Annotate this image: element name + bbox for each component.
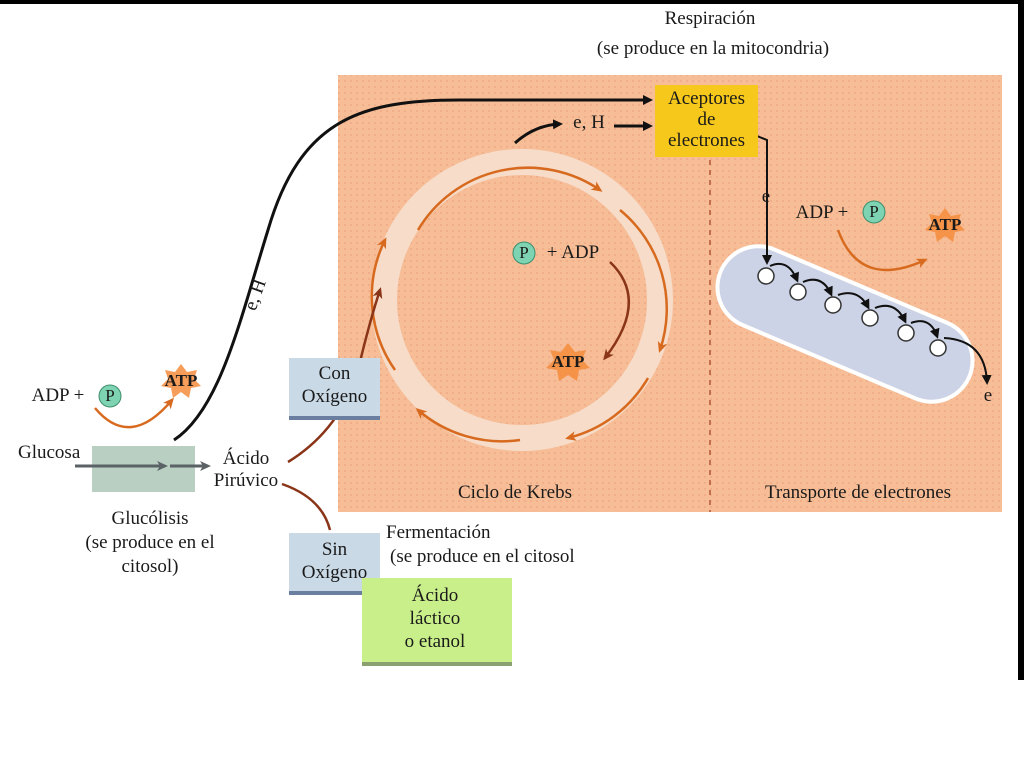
- transport-adp-label: ADP +: [795, 202, 849, 223]
- glycolysis-atp-arrow: [94, 397, 174, 429]
- krebs-arrow-lower-left: [415, 408, 521, 443]
- glycolysis-caption-line1: Glucólisis: [111, 508, 189, 529]
- fermentation-title-line2: (se produce en el citosol: [390, 546, 575, 567]
- title-line1: Respiración: [664, 8, 756, 29]
- acceptor-box: [655, 85, 758, 157]
- fermentation-product-box: [362, 578, 512, 664]
- fermentation-product-line2: láctico: [409, 608, 461, 629]
- transport-p-circle: [862, 200, 886, 224]
- fermentation-product-line3: o etanol: [404, 631, 466, 652]
- with-oxygen-line2: Oxígeno: [301, 386, 368, 407]
- krebs-eh-label: e, H: [573, 112, 605, 133]
- acceptor-to-chain-arrow: [756, 135, 772, 265]
- acceptor-line3: electrones: [667, 130, 745, 151]
- top-border: [0, 0, 1024, 4]
- with-oxygen-line1: Con: [318, 363, 351, 384]
- krebs-arrow-bottom: [565, 377, 650, 441]
- to-fermentation-arrow: [281, 482, 332, 531]
- glycolysis-atp-star: [161, 364, 201, 398]
- transport-atp-arrow: [836, 229, 928, 272]
- transport-p-letter: P: [869, 202, 879, 221]
- glycolysis-caption-line2: (se produce en el: [85, 532, 215, 553]
- glycolysis-p-circle: [98, 384, 122, 408]
- krebs-cycle-label: Ciclo de Krebs: [458, 482, 572, 503]
- krebs-adp-label: + ADP: [546, 242, 600, 263]
- krebs-ring: [371, 149, 673, 451]
- fermentation-product-line1: Ácido: [411, 585, 459, 606]
- krebs-arrow-top: [416, 166, 603, 231]
- acceptor-line2: de: [697, 109, 716, 130]
- right-border: [1018, 0, 1024, 680]
- fermentation-title-line1: Fermentación: [386, 522, 491, 543]
- without-oxygen-line2: Oxígeno: [301, 562, 368, 583]
- glycolysis-p-letter: P: [105, 386, 115, 405]
- krebs-arrow-left: [370, 237, 397, 371]
- krebs-to-acceptors-arrow: [513, 119, 563, 145]
- transport-e-out: e: [983, 385, 993, 406]
- transport-label: Transporte de electrones: [764, 482, 952, 503]
- glycolysis-atp-label: ATP: [164, 371, 198, 390]
- glucose-box: [92, 446, 195, 492]
- with-oxygen-box: [289, 358, 380, 418]
- krebs-atp-arrow: [603, 261, 631, 361]
- krebs-atp-star: [546, 343, 590, 381]
- glycolysis-to-acceptors-arrow: [173, 95, 653, 442]
- electron-chain: [715, 244, 975, 404]
- electron-hops: [769, 262, 992, 385]
- electron-carriers: [757, 267, 947, 357]
- title-line2: (se produce en la mitocondria): [596, 38, 830, 59]
- glycolysis-adp-label: ADP +: [31, 385, 85, 406]
- transport-atp-label: ATP: [928, 215, 962, 234]
- pyruvic-line1: Ácido: [222, 448, 270, 469]
- krebs-p-letter: P: [519, 243, 529, 262]
- pyruvic-line2: Pirúvico: [213, 470, 279, 491]
- krebs-p-circle: [512, 241, 536, 265]
- without-oxygen-line1: Sin: [321, 539, 348, 560]
- transport-e-in: e: [761, 186, 771, 207]
- transport-atp-star: [925, 208, 965, 242]
- glycolysis-caption-line3: citosol): [121, 556, 179, 577]
- krebs-arrow-right: [619, 209, 668, 353]
- glucose-label: Glucosa: [18, 442, 81, 463]
- acceptor-line1: Aceptores: [667, 88, 746, 109]
- krebs-atp-label: ATP: [551, 352, 585, 371]
